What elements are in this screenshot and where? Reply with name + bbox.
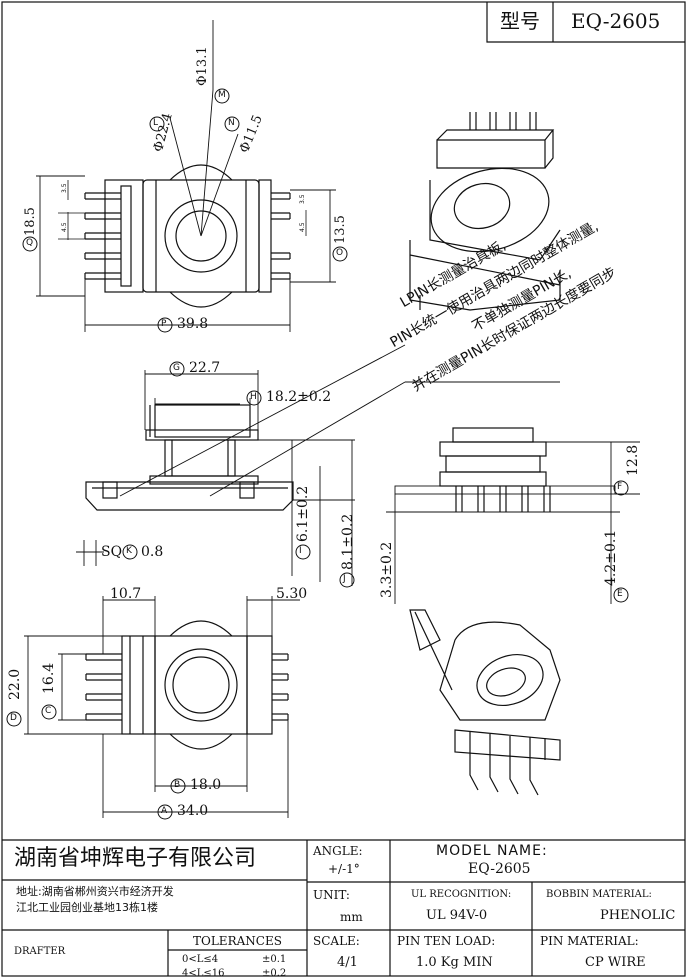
dim-sq-label: SQ <box>101 544 123 560</box>
dim-3-5-b: 3.5 <box>299 194 306 204</box>
address-line-2: 江北工业园创业基地13栋1楼 <box>16 901 158 914</box>
letter-q: Q <box>26 238 34 248</box>
model-header-box <box>486 2 685 43</box>
title-block <box>2 839 685 976</box>
iso-view-bottom <box>409 609 561 796</box>
right-side-view <box>386 427 640 604</box>
scale-label: SCALE: <box>313 934 360 948</box>
dim-4-2: 4.2±0.1 <box>603 529 619 586</box>
unit-label: UNIT: <box>313 888 350 902</box>
model-name-label: MODEL NAME: <box>436 843 548 859</box>
letter-a: A <box>161 806 168 816</box>
scale-value: 4/1 <box>337 955 358 970</box>
letter-l: L <box>153 118 159 128</box>
letter-h: H <box>250 392 257 402</box>
bobbin-material-label: BOBBIN MATERIAL: <box>546 889 652 900</box>
angle-value: +/-1° <box>328 862 360 876</box>
tol-row1-range: 0<L≤4 <box>182 954 219 965</box>
dim-3-5-a: 3.5 <box>61 183 68 193</box>
bottom-view <box>24 596 300 818</box>
angle-label: ANGLE: <box>313 844 363 858</box>
dim-22-0: 22.0 <box>7 668 23 700</box>
dim-6-1: 6.1±0.2 <box>295 485 311 542</box>
tolerances-label: TOLERANCES <box>193 934 282 948</box>
dim-0-8: 0.8 <box>141 544 164 560</box>
model-header-label: 型号 <box>500 9 540 33</box>
dim-18-2: 18.2±0.2 <box>266 389 332 405</box>
dim-18-0: 18.0 <box>190 777 222 793</box>
model-header-value: EQ-2605 <box>571 9 661 33</box>
top-view <box>36 20 336 332</box>
letter-e: E <box>617 589 623 599</box>
dim-5-30: 5.30 <box>276 586 308 602</box>
dim-4-5-a: 4.5 <box>61 222 68 232</box>
dim-3-3: 3.3±0.2 <box>379 541 395 598</box>
ul-recognition-label: UL RECOGNITION: <box>411 889 512 900</box>
dim-phi-13-1: Φ13.1 <box>195 46 210 86</box>
letter-f: F <box>617 482 623 492</box>
ul-recognition-value: UL 94V-0 <box>426 908 488 923</box>
dim-4-5-b: 4.5 <box>299 222 306 232</box>
pin-material-label: PIN MATERIAL: <box>540 934 639 948</box>
dim-10-7: 10.7 <box>110 586 142 602</box>
letter-d: D <box>10 713 17 723</box>
letter-o: O <box>336 248 344 258</box>
address-line-1: 地址:湖南省郴州资兴市经济开发 <box>16 885 174 898</box>
dim-22-7: 22.7 <box>189 360 221 376</box>
letter-b: B <box>174 780 181 790</box>
dim-16-4: 16.4 <box>41 662 57 694</box>
dim-8-1: 8.1±0.2 <box>340 513 356 570</box>
dim-34-0: 34.0 <box>177 803 209 819</box>
side-view <box>76 344 560 586</box>
letter-j: J <box>343 574 346 584</box>
dim-12-8: 12.8 <box>625 444 641 476</box>
letter-k: K <box>126 546 132 556</box>
letter-p: P <box>161 319 167 329</box>
letter-c: C <box>45 706 52 716</box>
iso-view-top <box>409 112 561 311</box>
dim-13-5: 13.5 <box>333 215 348 244</box>
model-name-value: EQ-2605 <box>468 861 531 877</box>
dim-18-5: 18.5 <box>23 207 38 236</box>
tol-row2-value: ±0.2 <box>262 968 287 979</box>
pin-ten-load-label: PIN TEN LOAD: <box>397 934 496 948</box>
letter-circles <box>6 88 629 820</box>
tol-row1-value: ±0.1 <box>262 954 287 965</box>
letter-i: I <box>299 546 302 556</box>
pin-material-value: CP WIRE <box>585 955 646 970</box>
letter-n: N <box>228 118 235 128</box>
letter-g: G <box>173 363 180 373</box>
unit-value: mm <box>340 910 363 924</box>
tol-row2-range: 4<L≤16 <box>182 968 225 979</box>
bobbin-material-value: PHENOLIC <box>600 908 676 923</box>
dim-39-8: 39.8 <box>177 316 209 332</box>
company-name: 湖南省坤辉电子有限公司 <box>14 846 257 871</box>
pin-ten-load-value: 1.0 Kg MIN <box>416 955 493 970</box>
letter-m: M <box>218 90 226 100</box>
drafter-label: DRAFTER <box>14 946 66 957</box>
